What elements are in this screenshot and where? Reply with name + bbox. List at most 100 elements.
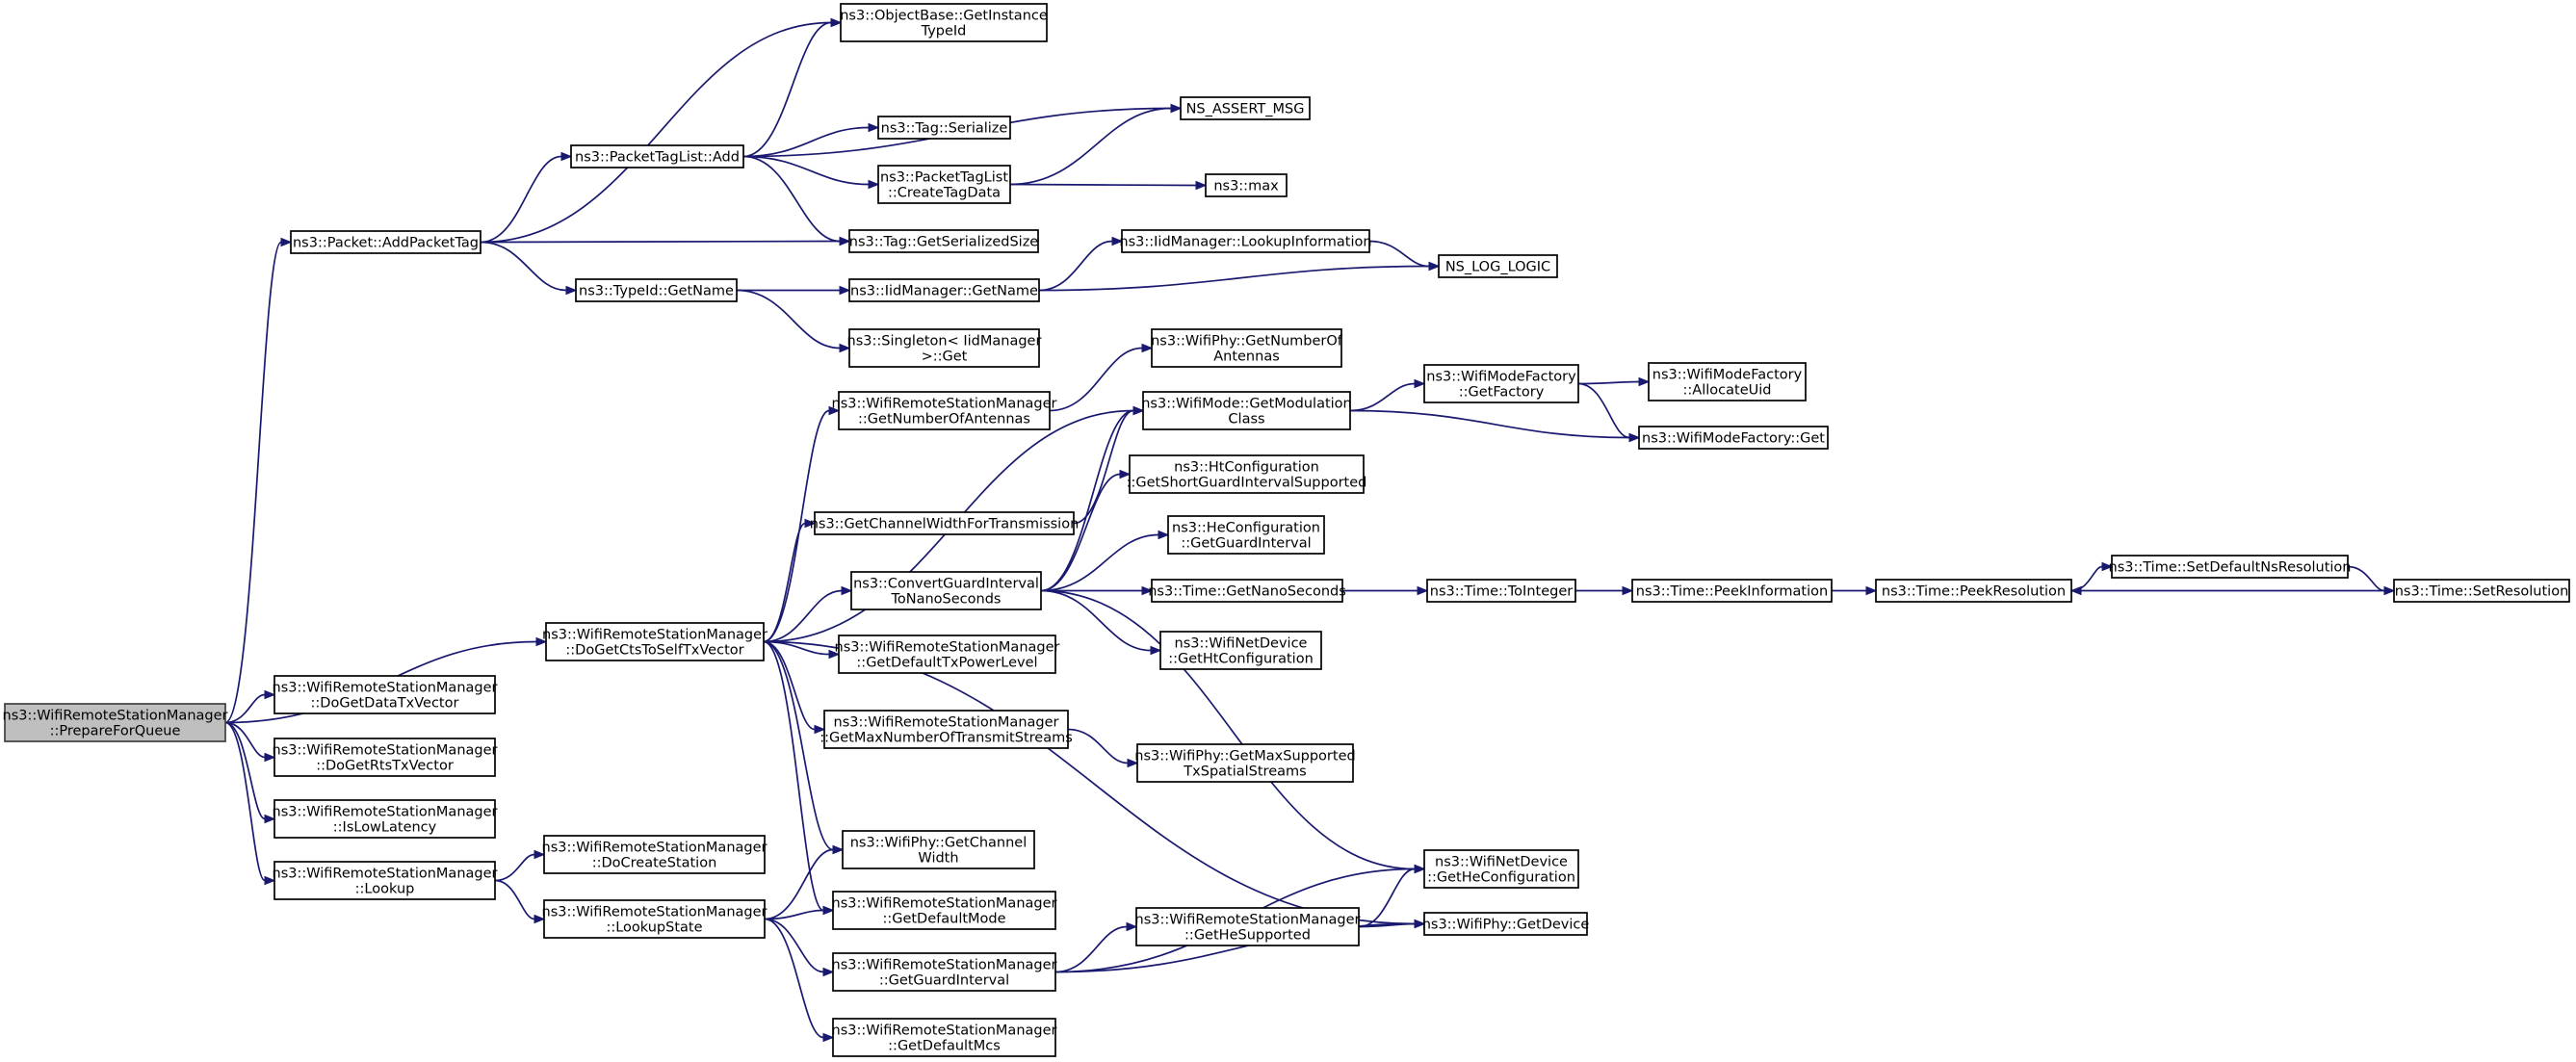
- node-label: ns3::Tag::GetSerializedSize: [849, 235, 1039, 250]
- node-channelWidthForTx[interactable]: ns3::GetChannelWidthForTransmission: [810, 511, 1080, 535]
- edge-lookup-to-lookupState: [494, 879, 546, 924]
- node-getFactory[interactable]: ns3::WifiModeFactory::GetFactory: [1423, 364, 1579, 403]
- node-timeGetNanoSeconds[interactable]: ns3::Time::GetNanoSeconds: [1148, 579, 1346, 603]
- node-phyGetChannelWidth[interactable]: ns3::WifiPhy::GetChannelWidth: [842, 830, 1035, 869]
- node-allocateUid[interactable]: ns3::WifiModeFactory::AllocateUid: [1648, 362, 1807, 401]
- node-tagSerialize[interactable]: ns3::Tag::Serialize: [877, 116, 1011, 140]
- arrowhead: [828, 649, 841, 660]
- arrowhead: [280, 237, 293, 247]
- node-getHeSupported[interactable]: ns3::WifiRemoteStationManager::GetHeSupp…: [1135, 907, 1361, 946]
- node-phyGetDevice[interactable]: ns3::WifiPhy::GetDevice: [1422, 912, 1590, 936]
- node-iidGetName[interactable]: ns3::IidManager::GetName: [848, 278, 1040, 302]
- node-label: ns3::ConvertGuardInterval: [853, 577, 1039, 592]
- node-getDefaultMode[interactable]: ns3::WifiRemoteStationManager::GetDefaul…: [832, 891, 1057, 930]
- node-setDefaultNsResolution[interactable]: ns3::Time::SetDefaultNsResolution: [2109, 555, 2352, 579]
- arrowhead: [560, 151, 573, 162]
- arrowhead: [1119, 469, 1132, 479]
- node-label: ::DoGetRtsTxVector: [316, 759, 454, 774]
- edge-lookupState-to-getDefaultMcs: [764, 918, 835, 1043]
- node-singletonGet[interactable]: ns3::Singleton< IidManager>::Get: [847, 328, 1042, 368]
- node-getMaxSupportedTxStreams[interactable]: ns3::WifiPhy::GetMaxSupportedTxSpatialSt…: [1134, 743, 1356, 783]
- edge-line: [763, 522, 806, 643]
- node-getHeConfiguration[interactable]: ns3::WifiNetDevice::GetHeConfiguration: [1423, 849, 1579, 889]
- edge-lookupState-to-phyGetChannelWidth: [764, 844, 845, 920]
- node-label: ns3::WifiRemoteStationManager: [832, 958, 1057, 973]
- node-root[interactable]: ns3::WifiRemoteStationManager::PrepareFo…: [3, 703, 228, 742]
- node-box: [273, 799, 496, 839]
- node-label: ns3::HtConfiguration: [1174, 460, 1319, 476]
- node-typeIdGetName[interactable]: ns3::TypeId::GetName: [575, 278, 738, 302]
- node-tagGetSerializedSize[interactable]: ns3::Tag::GetSerializedSize: [848, 229, 1039, 253]
- node-doGetCts[interactable]: ns3::WifiRemoteStationManager::DoGetCtsT…: [542, 622, 768, 661]
- node-getMaxNss[interactable]: ns3::WifiRemoteStationManager::GetMaxNum…: [820, 710, 1073, 749]
- node-heGetGuardInterval[interactable]: ns3::HeConfiguration::GetGuardInterval: [1167, 515, 1325, 555]
- arrowhead: [822, 967, 835, 977]
- node-box: [2393, 579, 2570, 603]
- arrowhead: [868, 179, 880, 190]
- edge-iidGetName-to-nsLogLogic: [1038, 261, 1441, 292]
- node-nsLogLogic[interactable]: NS_LOG_LOGIC: [1438, 254, 1558, 278]
- node-nsAssertMsg[interactable]: NS_ASSERT_MSG: [1180, 96, 1311, 120]
- node-label: ns3::IidManager::GetName: [850, 284, 1038, 299]
- node-box: [273, 675, 496, 714]
- edge-line: [1067, 728, 1129, 764]
- node-peekInformation[interactable]: ns3::Time::PeekInformation: [1631, 579, 1833, 603]
- node-label: ns3::PacketTagList::Add: [575, 150, 740, 166]
- node-doCreateStation[interactable]: ns3::WifiRemoteStationManager::DoCreateS…: [542, 835, 768, 874]
- node-lookupState[interactable]: ns3::WifiRemoteStationManager::LookupSta…: [542, 899, 768, 939]
- node-peekResolution[interactable]: ns3::Time::PeekResolution: [1875, 579, 2072, 603]
- node-box: [2111, 555, 2349, 579]
- edge-doGetCts-to-getMaxNss: [763, 640, 826, 735]
- node-addPacketTag[interactable]: ns3::Packet::AddPacketTag: [290, 230, 481, 254]
- node-getNumberOfAntennasPhy[interactable]: ns3::WifiPhy::GetNumberOfAntennas: [1151, 328, 1343, 368]
- node-getDefaultMcs[interactable]: ns3::WifiRemoteStationManager::GetDefaul…: [832, 1018, 1057, 1057]
- node-getDefaultTxPowerLevel[interactable]: ns3::WifiRemoteStationManager::GetDefaul…: [835, 635, 1060, 674]
- arrowhead: [1428, 261, 1441, 272]
- node-label: ::Lookup: [355, 882, 415, 897]
- edge-getFactory-to-wifiModeFactoryGet: [1577, 382, 1641, 443]
- edge-line: [224, 241, 282, 724]
- arrowhead: [839, 236, 851, 246]
- arrowhead: [1638, 376, 1651, 387]
- node-isLowLatency[interactable]: ns3::WifiRemoteStationManager::IsLowLate…: [273, 799, 498, 839]
- node-label: ::IsLowLatency: [333, 820, 437, 836]
- node-createTagData[interactable]: ns3::PacketTagList::CreateTagData: [877, 165, 1011, 204]
- edge-createTagData-to-nsAssertMsg: [1009, 103, 1183, 186]
- node-label: ::GetHeSupported: [1184, 928, 1311, 944]
- edge-typeIdGetName-to-singletonGet: [736, 289, 851, 353]
- node-box: [877, 116, 1011, 140]
- node-max[interactable]: ns3::max: [1205, 173, 1288, 197]
- node-getGuardInterval[interactable]: ns3::WifiRemoteStationManager::GetGuardI…: [832, 952, 1057, 992]
- edge-getMaxNss-to-getMaxSupportedTxStreams: [1067, 728, 1139, 768]
- edge-line: [480, 21, 832, 244]
- node-setResolution[interactable]: ns3::Time::SetResolution: [2393, 579, 2570, 603]
- node-doGetRtsTx[interactable]: ns3::WifiRemoteStationManager::DoGetRtsT…: [273, 738, 498, 777]
- node-lookupInformation[interactable]: ns3::IidManager::LookupInformation: [1119, 229, 1372, 253]
- node-lookup[interactable]: ns3::WifiRemoteStationManager::Lookup: [273, 861, 498, 900]
- node-packetTagListAdd[interactable]: ns3::PacketTagList::Add: [570, 144, 744, 168]
- edge-doGetCts-to-phyGetDevice: [763, 640, 1426, 929]
- node-label: ns3::PacketTagList: [880, 170, 1008, 186]
- node-label: ns3::WifiRemoteStationManager: [273, 805, 498, 820]
- node-label: NS_ASSERT_MSG: [1186, 102, 1305, 117]
- node-doGetDataTx[interactable]: ns3::WifiRemoteStationManager::DoGetData…: [273, 675, 498, 714]
- arrowhead: [830, 17, 843, 28]
- node-getNumberOfAntennas[interactable]: ns3::WifiRemoteStationManager::GetNumber…: [832, 391, 1057, 430]
- edge-line: [1358, 922, 1416, 928]
- node-label: ns3::WifiRemoteStationManager: [832, 1023, 1057, 1039]
- arrowhead: [2069, 585, 2082, 596]
- edge-line: [1349, 409, 1630, 439]
- node-label: ::GetMaxNumberOfTransmitStreams: [820, 731, 1073, 746]
- edge-root-to-lookup: [224, 721, 276, 886]
- node-shortGi[interactable]: ns3::HtConfiguration::GetShortGuardInter…: [1127, 454, 1367, 494]
- node-box: [1438, 254, 1558, 278]
- node-wifiModeFactoryGet[interactable]: ns3::WifiModeFactory::Get: [1638, 426, 1829, 450]
- node-getHtConfiguration[interactable]: ns3::WifiNetDevice::GetHtConfiguration: [1159, 631, 1322, 670]
- node-label: ns3::WifiModeFactory::Get: [1642, 431, 1825, 447]
- node-timeToInteger[interactable]: ns3::Time::ToInteger: [1426, 579, 1576, 603]
- edge-typeIdGetName-to-iidGetName: [737, 285, 851, 296]
- node-box: [1121, 229, 1370, 253]
